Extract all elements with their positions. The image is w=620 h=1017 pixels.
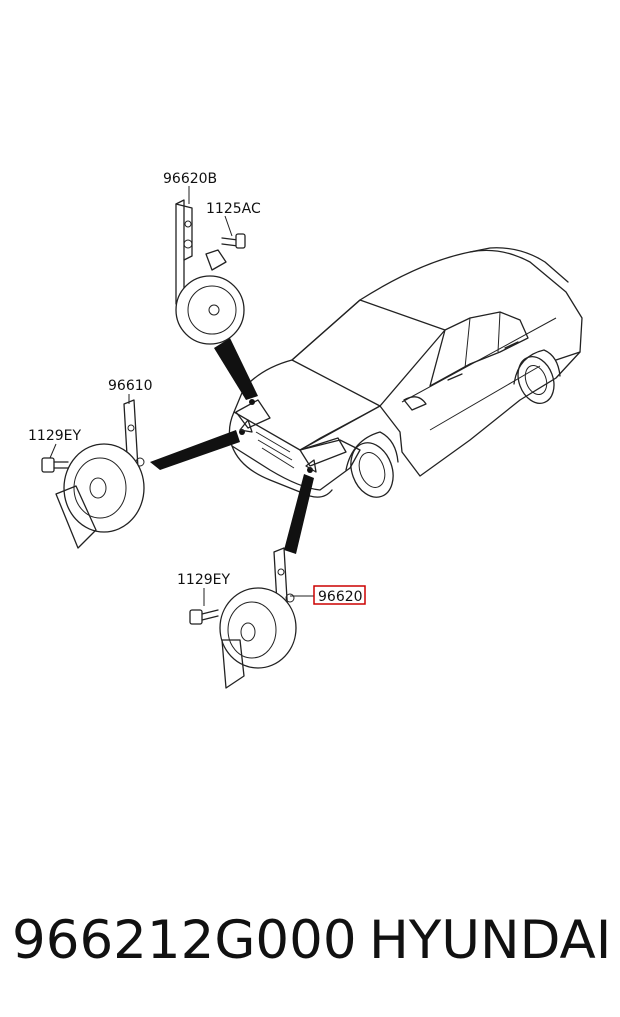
- leader-arrows: [150, 338, 314, 554]
- label-1129ey-left: 1129EY: [28, 428, 81, 444]
- car-illustration: [228, 247, 583, 498]
- label-1125ac: 1125AC: [206, 201, 261, 217]
- arrow-upper-horn: [214, 338, 258, 400]
- arrow-lower-horn: [284, 474, 314, 554]
- lower-horn-assembly: [189, 547, 314, 689]
- label-96620-highlighted: 96620: [318, 589, 363, 605]
- brand-name: HYUNDAI: [369, 910, 612, 971]
- arrow-left-horn: [150, 430, 240, 470]
- upper-horn-assembly: [175, 186, 246, 345]
- label-1129ey-lower: 1129EY: [177, 572, 230, 588]
- highlight-box: [313, 585, 366, 605]
- label-96620b: 96620B: [163, 171, 217, 187]
- part-number: 966212G000: [12, 910, 357, 971]
- label-96610: 96610: [108, 378, 153, 394]
- parts-diagram: 96620B 1125AC 96610 1129EY 1129EY 96620: [28, 171, 583, 689]
- left-horn-assembly: [41, 394, 145, 549]
